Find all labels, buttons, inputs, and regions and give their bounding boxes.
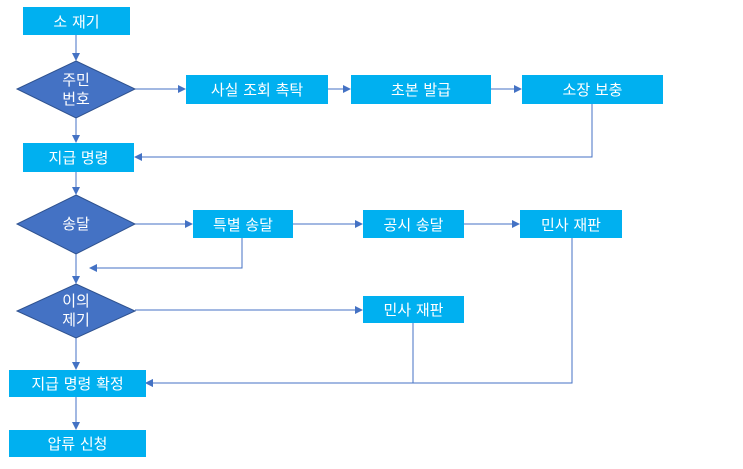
node-special-service: 특별 송달 <box>193 210 293 238</box>
decision-service <box>15 194 137 255</box>
arrow-trial2-to-final <box>145 323 414 387</box>
node-file-suit: 소 재기 <box>23 7 130 35</box>
arrow-complaint-to-order <box>134 104 593 161</box>
node-abstract-issue: 초본 발급 <box>351 75 491 104</box>
node-order-final: 지급 명령 확정 <box>9 370 146 397</box>
decision-objection <box>15 283 137 339</box>
arrow-special-back <box>89 238 243 272</box>
arrow-trial1-to-final <box>145 238 573 387</box>
node-payment-order: 지급 명령 <box>23 143 134 172</box>
node-public-service: 공시 송달 <box>363 210 464 238</box>
connectors <box>72 35 593 430</box>
node-seizure: 압류 신청 <box>9 430 146 457</box>
decisions <box>15 60 137 339</box>
node-fact-inquiry: 사실 조회 촉탁 <box>186 75 328 104</box>
node-civil-trial-2: 민사 재판 <box>363 296 464 323</box>
decision-resident-number <box>15 60 137 119</box>
node-civil-trial-1: 민사 재판 <box>520 210 622 238</box>
node-complaint-fix: 소장 보충 <box>522 75 663 104</box>
